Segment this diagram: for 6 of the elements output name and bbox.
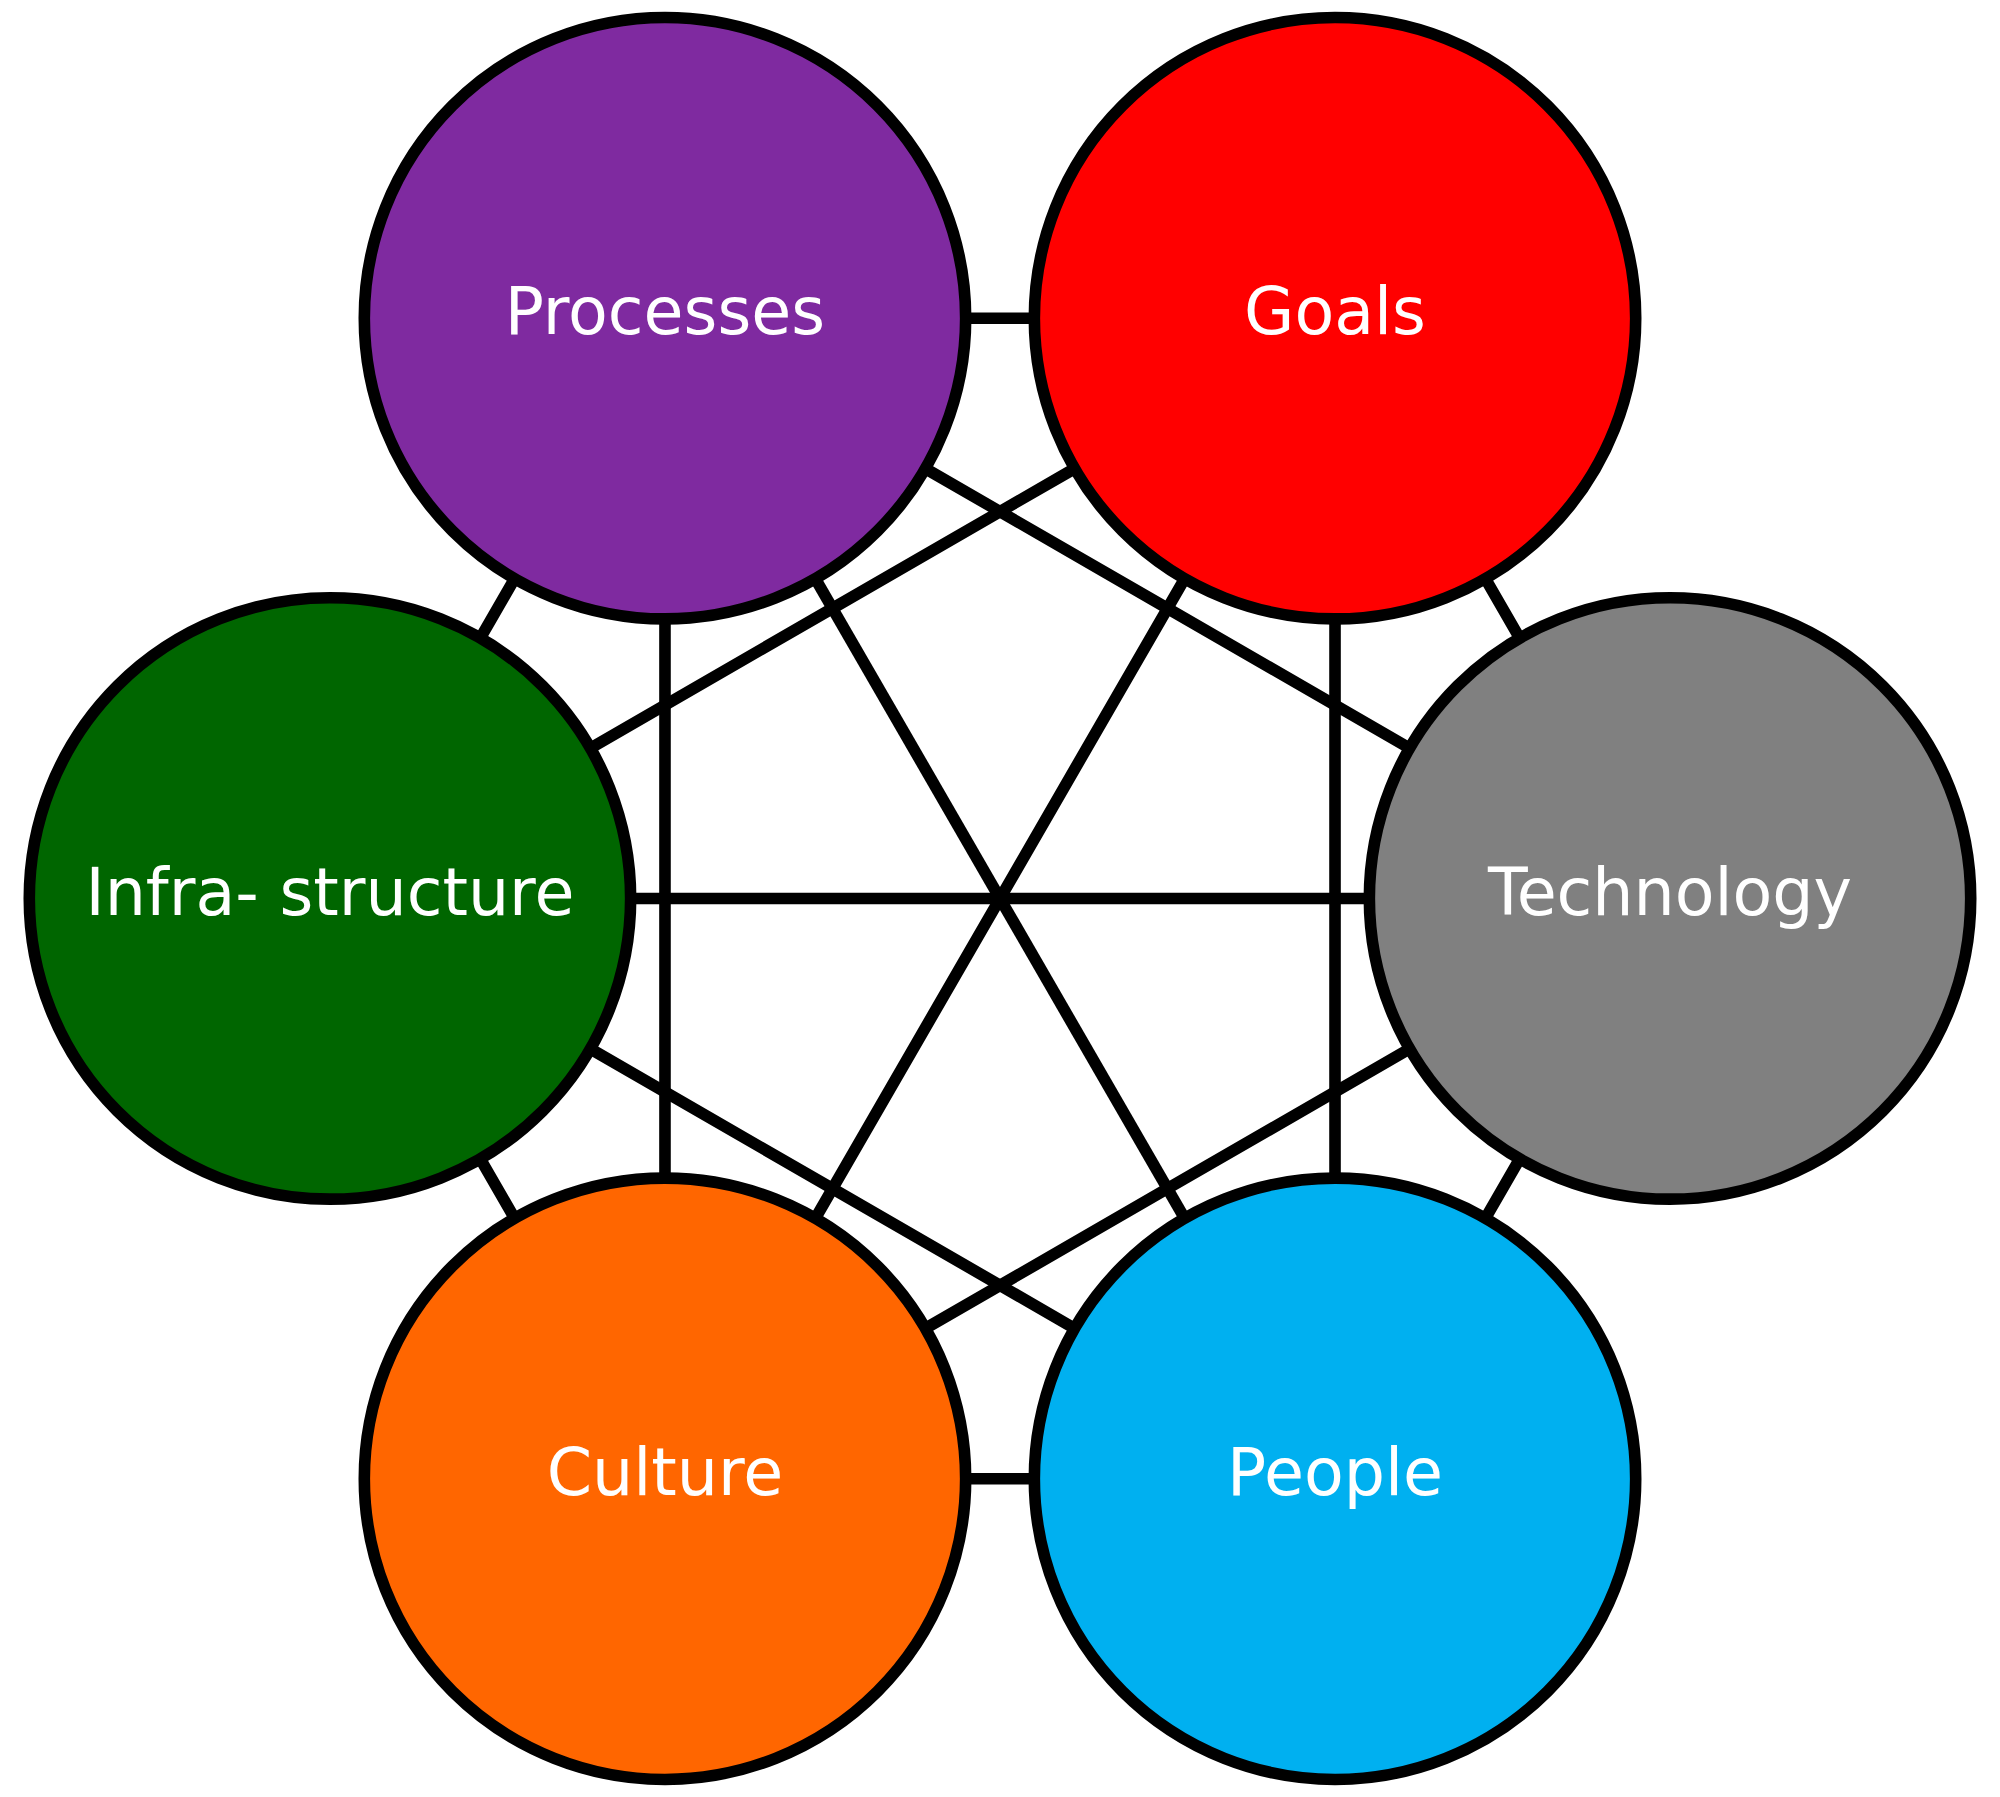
node-circle: Processes [358, 11, 972, 625]
node-circle: Technology [1363, 592, 1977, 1205]
node-circle: Infra- structure [23, 592, 637, 1205]
node-circle: Goals [1028, 11, 1642, 625]
node-circle: People [1028, 1172, 1642, 1786]
node-circle: Culture [358, 1172, 972, 1786]
